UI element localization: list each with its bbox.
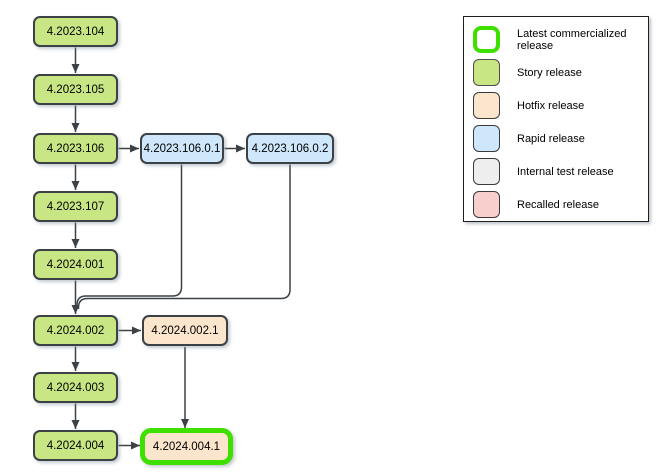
legend: Latest commercialized release Story rele… <box>463 16 649 222</box>
legend-swatch-rapid <box>473 125 500 152</box>
legend-row-recalled: Recalled release <box>473 191 648 218</box>
legend-swatch-story <box>473 59 500 86</box>
node-4-2023-107: 4.2023.107 <box>33 191 118 222</box>
legend-label-rapid: Rapid release <box>517 132 585 145</box>
node-4-2023-105: 4.2023.105 <box>33 74 118 105</box>
node-4-2023-106-0-1: 4.2023.106.0.1 <box>140 133 224 164</box>
legend-row-story: Story release <box>473 59 648 86</box>
legend-label-hotfix: Hotfix release <box>517 99 585 112</box>
node-4-2024-004: 4.2024.004 <box>33 430 118 461</box>
legend-row-latest: Latest commercialized release <box>473 26 648 53</box>
node-4-2024-002: 4.2024.002 <box>33 315 118 346</box>
legend-swatch-hotfix <box>473 92 500 119</box>
legend-swatch-internal-test <box>473 158 500 185</box>
node-4-2024-002-1: 4.2024.002.1 <box>142 315 228 346</box>
node-4-2024-003: 4.2024.003 <box>33 372 118 403</box>
legend-row-hotfix: Hotfix release <box>473 92 648 119</box>
node-4-2024-001: 4.2024.001 <box>33 249 118 280</box>
legend-row-rapid: Rapid release <box>473 125 648 152</box>
edge-10602-merge-002 <box>77 164 291 309</box>
legend-label-story: Story release <box>517 66 582 79</box>
node-4-2024-004-1-latest-commercialized: 4.2024.004.1 <box>140 428 233 465</box>
node-4-2023-106: 4.2023.106 <box>33 133 118 164</box>
legend-label-recalled: Recalled release <box>517 198 599 211</box>
node-4-2023-104: 4.2023.104 <box>33 16 118 47</box>
legend-label-internal-test: Internal test release <box>517 165 614 178</box>
legend-swatch-latest-commercialized <box>473 26 500 53</box>
legend-swatch-recalled <box>473 191 500 218</box>
legend-label-latest-commercialized: Latest commercialized release <box>517 27 627 52</box>
legend-row-internal-test: Internal test release <box>473 158 648 185</box>
node-4-2023-106-0-2: 4.2023.106.0.2 <box>246 133 334 164</box>
edge-10601-merge-002 <box>76 164 183 307</box>
